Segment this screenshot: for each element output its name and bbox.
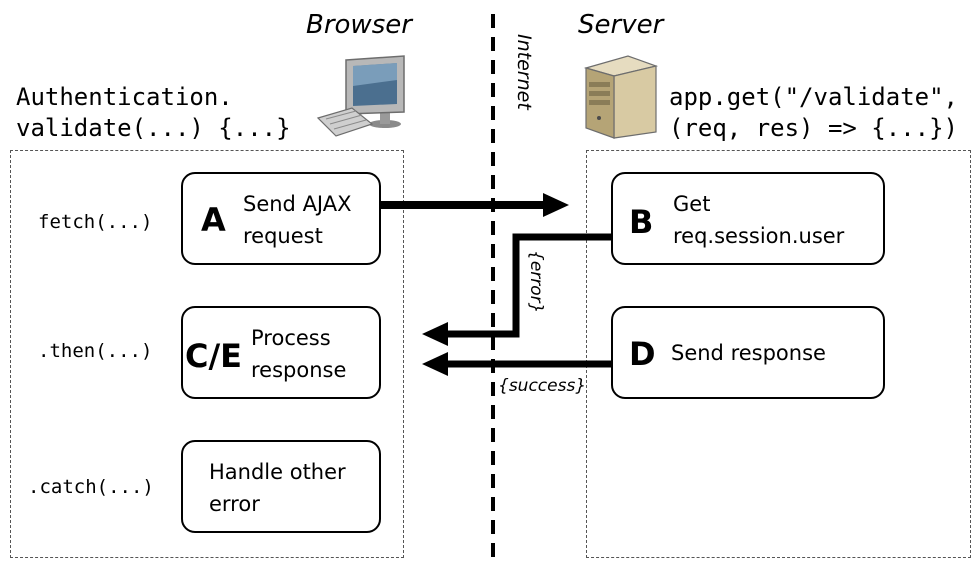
browser-region	[10, 150, 404, 558]
step-a-text: Send AJAX request	[243, 192, 352, 248]
browser-code-signature: Authentication. validate(...) {...}	[16, 82, 291, 144]
catch-handler-box: Handle other error	[181, 440, 381, 533]
step-b-letter: B	[629, 203, 654, 241]
catch-label: .catch(...)	[28, 476, 154, 498]
step-d-text: Send response	[671, 341, 826, 365]
browser-heading: Browser	[306, 10, 412, 40]
error-arrow-label: {error}	[526, 250, 546, 314]
step-b-text: Get req.session.user	[673, 192, 845, 248]
server-code-line-1: app.get("/validate",	[669, 83, 958, 111]
success-arrow	[422, 352, 611, 376]
catch-handler-text: Handle other error	[209, 460, 346, 516]
step-d-letter: D	[629, 335, 656, 373]
step-ce-text: Process response	[251, 326, 347, 382]
desktop-computer-icon	[316, 55, 405, 137]
step-a-box: A Send AJAX request	[181, 172, 381, 265]
step-ce-box: C/E Process response	[181, 306, 381, 399]
internet-label: Internet	[513, 34, 535, 110]
server-tower-icon	[583, 55, 659, 139]
success-arrow-label: {success}	[498, 376, 587, 396]
server-code-signature: app.get("/validate", (req, res) => {...}…	[669, 82, 958, 144]
browser-code-line-2: validate(...) {...}	[16, 114, 291, 142]
step-a-letter: A	[201, 201, 226, 239]
request-arrow	[381, 193, 569, 217]
fetch-label: fetch(...)	[38, 211, 153, 233]
browser-code-line-1: Authentication.	[16, 83, 233, 111]
then-label: .then(...)	[38, 340, 153, 362]
server-code-line-2: (req, res) => {...})	[669, 114, 958, 142]
step-b-box: B Get req.session.user	[611, 172, 885, 265]
server-region	[586, 150, 971, 558]
error-arrow	[422, 233, 611, 346]
step-d-box: D Send response	[611, 306, 885, 399]
server-heading: Server	[578, 10, 664, 40]
step-ce-letter: C/E	[185, 337, 243, 375]
